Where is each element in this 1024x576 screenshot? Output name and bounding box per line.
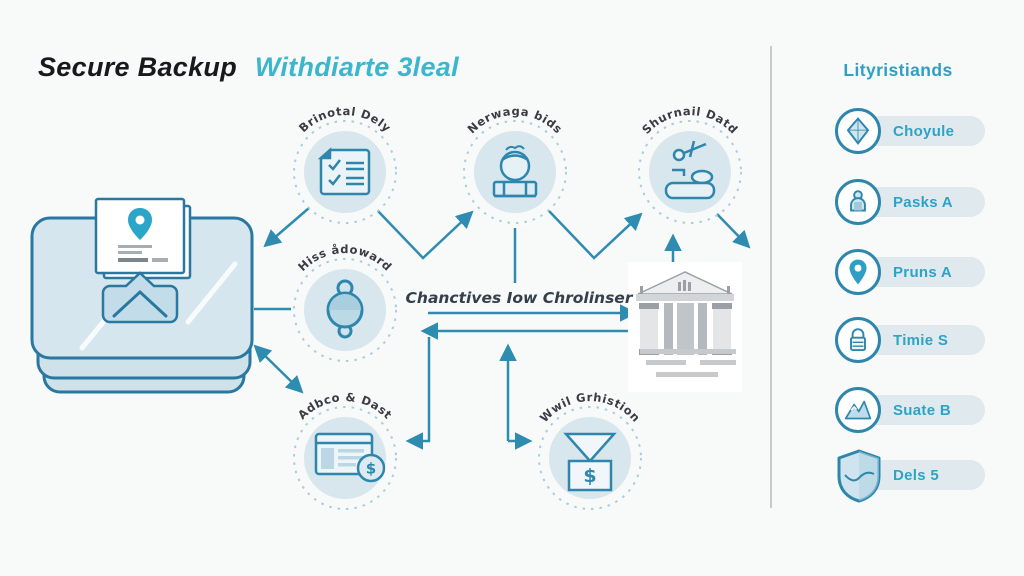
pediment-detail: [688, 282, 691, 291]
clasp-peak: [112, 289, 168, 318]
bank-text-line: [656, 372, 718, 377]
legend-label: Pruns A: [893, 263, 953, 281]
bank-text-line: [700, 360, 736, 365]
pediment-detail: [683, 280, 686, 291]
node-adbco-dast: $ Adbco & Dast: [293, 390, 397, 510]
center-flow-label: Chanctives Iow Chrolinser: [406, 289, 634, 307]
bank-illustration: [628, 262, 742, 392]
page-title: Secure Backup Withdiarte 3leal: [38, 52, 459, 83]
dashed-ring: [293, 120, 397, 224]
dashed-ring: [293, 406, 397, 510]
legend-item-timie[interactable]: Timie S: [835, 317, 985, 363]
legend-label: Suate B: [893, 401, 951, 419]
bank-entablature: [636, 294, 734, 301]
legend-item-choyule[interactable]: Choyule: [835, 108, 985, 154]
bank-column: [664, 303, 673, 355]
map-pin-icon: [835, 249, 881, 295]
node-brinotal-dely: Brinotal Dely: [293, 104, 397, 224]
legend-label: Pasks A: [893, 193, 953, 211]
legend-sidebar: Lityristiands Choyule Pasks A: [800, 0, 1015, 576]
dollar-badge: $: [366, 460, 376, 478]
arrow-node1-to-node2: [377, 210, 474, 260]
pediment-detail: [678, 282, 681, 291]
figure-icon: [835, 179, 881, 225]
funnel-dollar-icon: $: [563, 432, 617, 492]
checklist-icon: [317, 147, 371, 196]
flow-arrows: [253, 207, 751, 450]
node-shurnail-datd: Shurnail Datd: [638, 104, 742, 224]
bank-column: [698, 303, 707, 355]
card-text-line: [118, 258, 148, 262]
sword-tray-icon: [664, 140, 716, 200]
legend-item-pasks[interactable]: Pasks A: [835, 179, 985, 225]
secure-archive-illustration: [30, 197, 254, 394]
padlock-icon: [835, 317, 881, 363]
card-text-line: [118, 251, 142, 254]
legend-label: Dels 5: [893, 466, 939, 484]
shield-icon: [831, 446, 887, 506]
arrow-node2-to-node3: [548, 210, 643, 260]
node-label: Brinotal Dely: [296, 104, 394, 135]
bank-column: [713, 303, 731, 355]
node-nerwaga-bids: Nerwaga bids: [463, 104, 567, 224]
vertical-divider: [770, 46, 772, 508]
flow-diagram: Chanctives Iow Chrolinser Brinotal Dely: [30, 104, 751, 510]
arrow-case-node5-both: [253, 344, 304, 394]
dashed-ring: [463, 120, 567, 224]
node-wwil-grhistion: $ Wwil Grhistion: [537, 390, 643, 510]
bank-text-line: [640, 349, 736, 354]
page-title-accent: Withdiarte 3leal: [254, 52, 459, 82]
arrow-node1-to-case: [263, 207, 310, 248]
node-label-text: Brinotal Dely: [296, 104, 393, 135]
column-capital: [639, 303, 659, 309]
node-hiss-adoward: Hiss ådoward: [293, 242, 397, 362]
map-pin-hole: [135, 215, 145, 225]
legend-item-suate[interactable]: Suate B: [835, 387, 985, 433]
bank-finial: [640, 286, 643, 294]
legend-item-dels[interactable]: Dels 5: [835, 449, 985, 503]
shine-line: [185, 261, 238, 325]
dashed-ring: [638, 120, 742, 224]
pendant-icon: [326, 279, 364, 339]
arrow-node3-down-right: [716, 213, 751, 249]
dashed-ring: [538, 406, 642, 510]
card-text-line: [152, 258, 168, 262]
bank-text-line: [646, 360, 686, 365]
person-icon: [492, 145, 538, 198]
legend-label: Choyule: [893, 122, 955, 140]
node-circle: [649, 131, 731, 213]
legend-item-pruns[interactable]: Pruns A: [835, 249, 985, 295]
page-title-primary: Secure Backup: [38, 52, 237, 82]
legend-title: Lityristiands: [843, 60, 953, 80]
dashed-ring: [293, 258, 397, 362]
dollar-badge: $: [583, 465, 596, 487]
column-capital: [712, 303, 732, 309]
bank-door: [677, 303, 694, 355]
gem-icon: [835, 108, 881, 154]
bank-finial: [727, 286, 730, 294]
card-text-line: [118, 245, 152, 248]
arrow-center-to-node5: [405, 337, 431, 450]
mountain-icon: [835, 387, 881, 433]
browser-dollar-icon: $: [314, 432, 386, 483]
bank-column: [640, 303, 658, 355]
legend-label: Timie S: [893, 331, 949, 349]
